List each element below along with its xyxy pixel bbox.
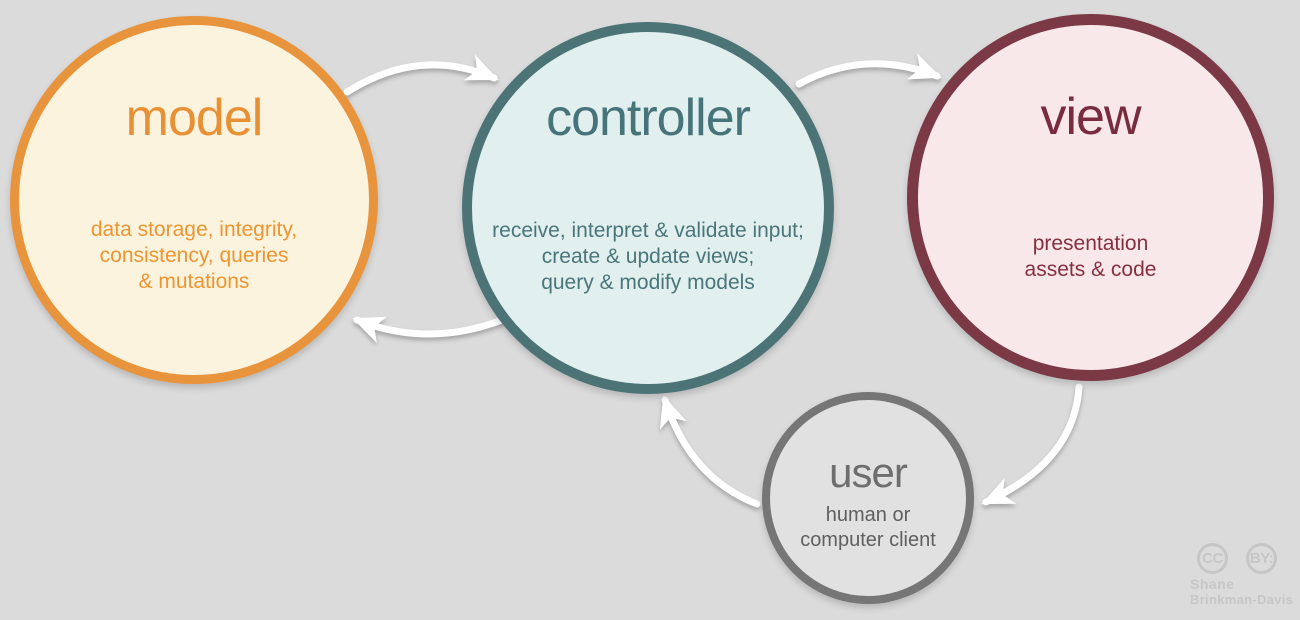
- controller-description: receive, interpret & validate input; cre…: [492, 219, 804, 294]
- arrow-user-to-controller: [659, 395, 761, 508]
- attribution-author-first-name: Shane: [1190, 576, 1235, 592]
- user-description: human or computer client: [800, 504, 936, 551]
- user-node: user human or computer client: [762, 392, 974, 604]
- arrow-view-to-user: [981, 383, 1083, 506]
- arrow-model-to-controller: [343, 54, 499, 96]
- user-title: user: [829, 449, 908, 496]
- arrow-controller-to-view: [795, 53, 942, 88]
- arrow-controller-to-model: [352, 316, 506, 343]
- controller-title: controller: [546, 89, 751, 147]
- cc-by-icon: BY:: [1246, 543, 1277, 574]
- model-description: data storage, integrity, consistency, qu…: [90, 218, 298, 293]
- view-description: presentation assets & code: [1024, 232, 1157, 281]
- view-title: view: [1040, 88, 1141, 146]
- attribution-author: Shane Brinkman-Davis: [1190, 576, 1294, 608]
- attribution-author-last-name: Brinkman-Davis: [1190, 592, 1294, 607]
- model-node: model data storage, integrity, consisten…: [10, 16, 378, 384]
- view-node: view presentation assets & code: [907, 14, 1274, 381]
- cc-icon: CC: [1197, 543, 1228, 574]
- model-title: model: [125, 89, 264, 147]
- controller-node: controller receive, interpret & validate…: [462, 22, 834, 394]
